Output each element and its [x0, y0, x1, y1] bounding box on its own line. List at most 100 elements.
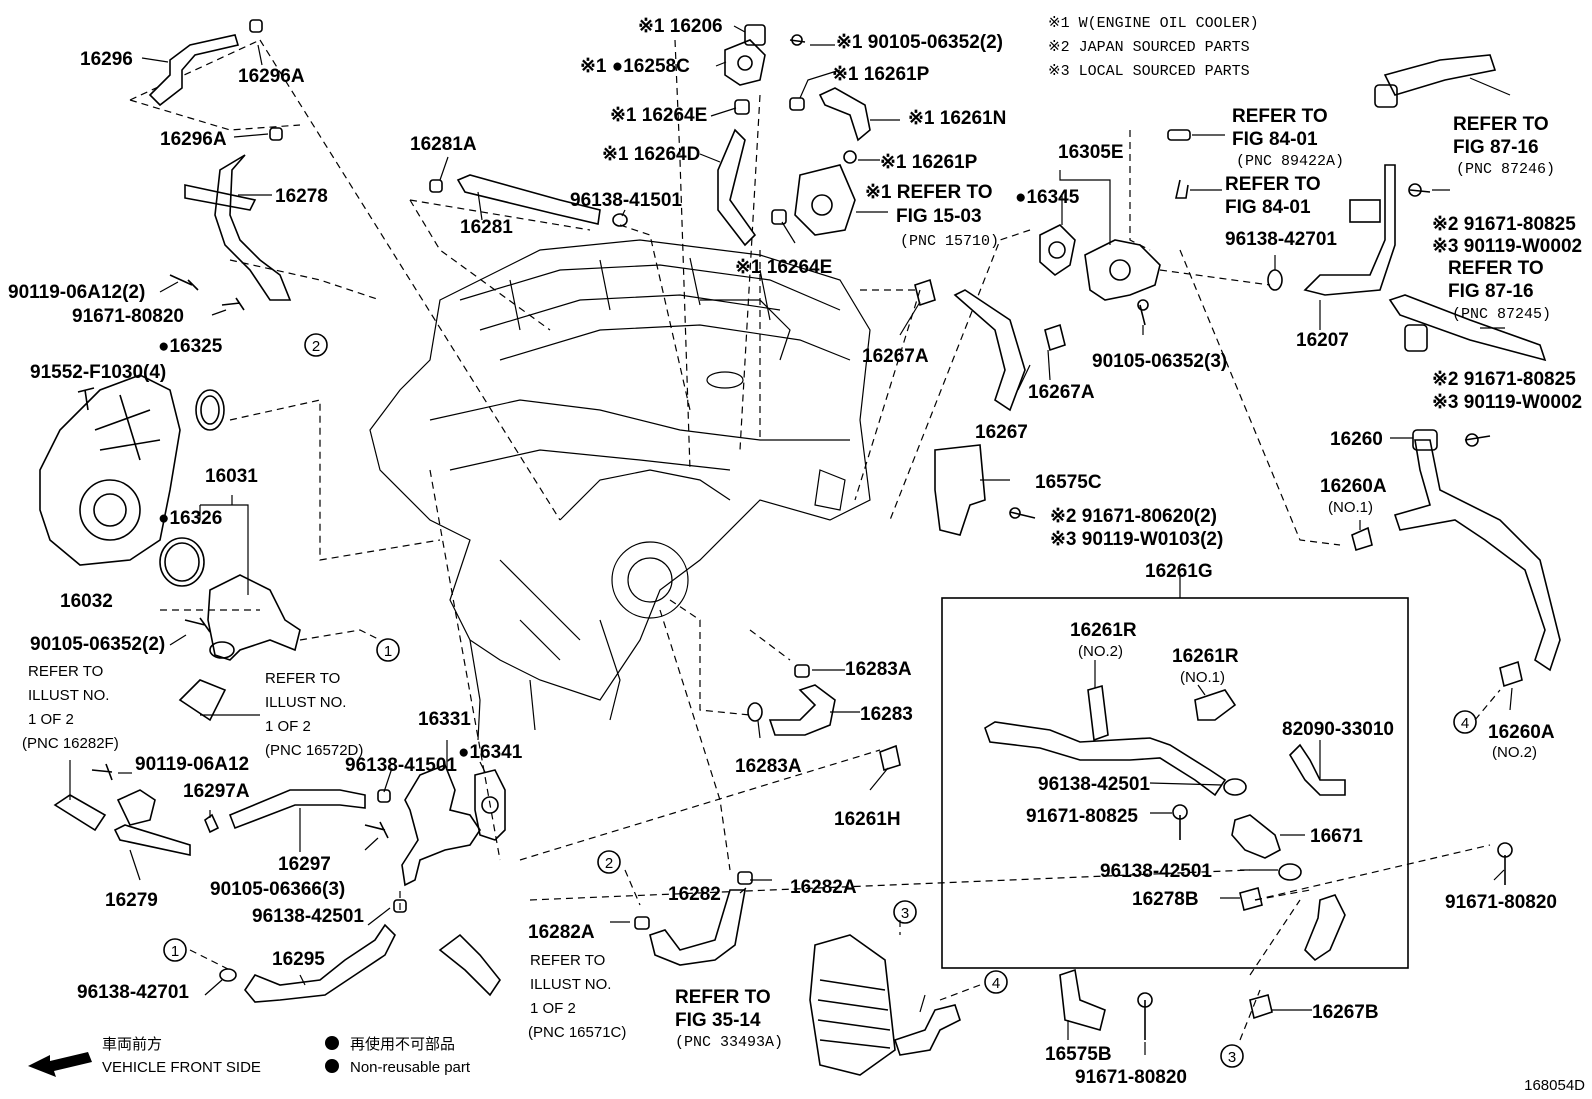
clamp-96138-41501-a: [377, 789, 391, 803]
hose-16264D: [717, 128, 757, 247]
label-16031: 16031: [205, 466, 258, 487]
label-16575B: 16575B: [1045, 1044, 1112, 1065]
label-16261G: 16261G: [1145, 561, 1213, 582]
bolt-91671-80825-c: [1172, 804, 1188, 840]
label-16296A-top: 16296A: [238, 66, 305, 87]
hose-ref-16571C: [438, 933, 501, 997]
hose-16260: [1393, 429, 1561, 672]
label-16264E-b: ※1 16264E: [735, 257, 832, 278]
ref-89422A-line1: REFER TO: [1232, 106, 1328, 127]
bolt-90105-06366: [364, 821, 389, 839]
label-16261R-no2: 16261R: [1070, 620, 1137, 641]
ref-84-01-line1: REFER TO: [1225, 174, 1321, 195]
clamp-16267A-a: [914, 278, 936, 307]
hose-16283: [768, 684, 836, 736]
callout-2a: 2: [304, 333, 328, 357]
callout-3a: 3: [893, 900, 917, 924]
water-bypass-16305E: [1084, 239, 1161, 301]
label-91671-80825-b: ※2 91671-80825: [1432, 369, 1576, 390]
clamp-16282A-b: [634, 916, 650, 930]
label-96138-41501-b: 96138-41501: [570, 190, 682, 211]
clamp-96138-42501-b: [1223, 778, 1247, 796]
label-16261P-b: ※1 16261P: [880, 152, 978, 173]
svg-text:1: 1: [384, 643, 392, 660]
label-16671: 16671: [1310, 826, 1363, 847]
label-16326: ●16326: [158, 508, 222, 529]
label-91671-80820-b: 91671-80820: [1445, 892, 1557, 913]
o-ring-16326: [159, 537, 205, 587]
label-91671-80825-a: ※2 91671-80825: [1432, 214, 1576, 235]
svg-text:3: 3: [1228, 1049, 1236, 1066]
label-16278B: 16278B: [1132, 889, 1199, 910]
label-16282A-b: 16282A: [528, 922, 595, 943]
engine-block: [369, 239, 871, 741]
bolt-91671-80825-a: [1408, 183, 1431, 197]
label-16267: 16267: [975, 422, 1028, 443]
gasket-16345: [1039, 224, 1076, 277]
clamp-16296A-lower: [269, 127, 283, 141]
label-16261R-no1: 16261R: [1172, 646, 1239, 667]
pipe-16278: [184, 154, 292, 301]
label-16575C: 16575C: [1035, 472, 1102, 493]
svg-text:2: 2: [605, 855, 613, 872]
hose-16261N: [818, 87, 871, 142]
hose-16261G-short: [1304, 894, 1346, 962]
label-16032: 16032: [60, 591, 113, 612]
label-90119-06A12: 90119-06A12: [135, 754, 249, 775]
bolt-91552: [77, 387, 95, 411]
label-16297: 16297: [278, 854, 331, 875]
svg-text:3: 3: [901, 905, 909, 922]
label-90119-W0002-a: ※3 90119-W0002: [1432, 236, 1582, 257]
hose-16297: [228, 789, 366, 830]
callout-4a: 4: [1453, 710, 1477, 734]
svg-text:2: 2: [312, 338, 320, 355]
clamp-16283A-a: [794, 664, 810, 678]
clamp-16261R-no1: [1194, 689, 1237, 721]
sensor-82090-33010: [1288, 743, 1346, 796]
clamp-16264E-b: [771, 209, 787, 225]
label-90119-W0002-b: ※3 90119-W0002: [1432, 392, 1582, 413]
legend-nonreuse-jp: 再使用不可部品: [350, 1036, 455, 1053]
gasket-16325: [195, 389, 225, 431]
bolt-90105-06352-a: [184, 617, 211, 633]
label-16283A-b: 16283A: [735, 756, 802, 777]
gasket-16341: [474, 769, 506, 841]
callout-3b: 3: [1220, 1044, 1244, 1068]
label-16278: 16278: [275, 186, 328, 207]
clamp-96138-42701-a: [219, 968, 237, 982]
ref-16282F-line1: REFER TO: [28, 663, 103, 680]
label-96138-41501-a: 96138-41501: [345, 755, 457, 776]
hose-16295: [244, 923, 396, 1003]
label-16260A-no1: 16260A: [1320, 476, 1387, 497]
label-16325: ●16325: [158, 336, 223, 357]
water-outlet-16331: [401, 763, 481, 887]
ref-84-01-line2: FIG 84-01: [1225, 197, 1311, 218]
ref-16572D-line3: 1 OF 2: [265, 718, 311, 735]
water-pump-16032: [39, 374, 181, 566]
ref-87245-line1: REFER TO: [1448, 258, 1544, 279]
clip-16297A: [204, 813, 220, 834]
callout-2b: 2: [597, 850, 621, 874]
ref-16571C-line1: REFER TO: [530, 952, 605, 969]
hose-callout4-cooler: [893, 1004, 961, 1056]
label-16261R-no2-sub: (NO.2): [1078, 643, 1123, 660]
ref-89422A-line2: FIG 84-01: [1232, 129, 1318, 150]
clamp-16282A-a: [737, 871, 753, 885]
clamp-16278B: [1239, 887, 1263, 911]
clamp-96138-42701-b: [1267, 269, 1283, 291]
label-16261R-no1-sub: (NO.1): [1180, 669, 1225, 686]
ref-87246-line2: FIG 87-16: [1453, 137, 1539, 158]
label-96138-42501-c: 96138-42501: [1100, 861, 1212, 882]
label-91671-80820-c: 91671-80820: [1075, 1067, 1187, 1088]
hose-16282: [649, 889, 746, 966]
hose-16296: [148, 34, 240, 107]
label-16341: ●16341: [458, 742, 523, 763]
label-91552: 91552-F1030(4): [30, 362, 166, 383]
ref-16282F-line4: (PNC 16282F): [22, 735, 119, 752]
label-16282A-a: 16282A: [790, 877, 857, 898]
label-96138-42701-a: 96138-42701: [77, 982, 189, 1003]
label-16297A: 16297A: [183, 781, 250, 802]
label-91671-80620: ※2 91671-80620(2): [1050, 506, 1217, 527]
clamp-96138-41501-b: [612, 213, 628, 227]
label-96138-42701-b: 96138-42701: [1225, 229, 1337, 250]
